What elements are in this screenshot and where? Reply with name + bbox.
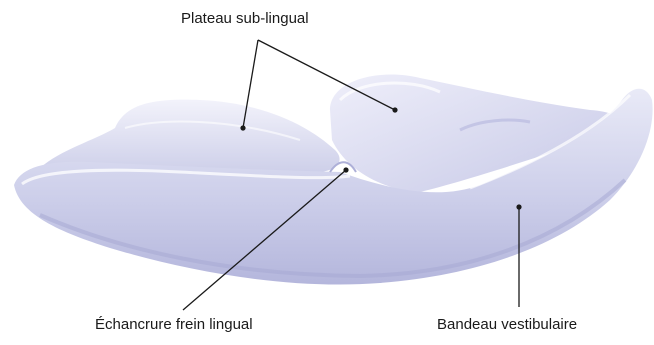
label-plateau-sub-lingual: Plateau sub-lingual (181, 10, 309, 28)
leader-line-plateau-right (258, 40, 395, 110)
marker-dot (343, 167, 348, 172)
label-bandeau-vestibulaire: Bandeau vestibulaire (437, 316, 577, 334)
marker-dot (240, 125, 245, 130)
label-echancrure-frein-lingual: Échancrure frein lingual (95, 316, 253, 334)
marker-dot (392, 107, 397, 112)
marker-dot (516, 204, 521, 209)
